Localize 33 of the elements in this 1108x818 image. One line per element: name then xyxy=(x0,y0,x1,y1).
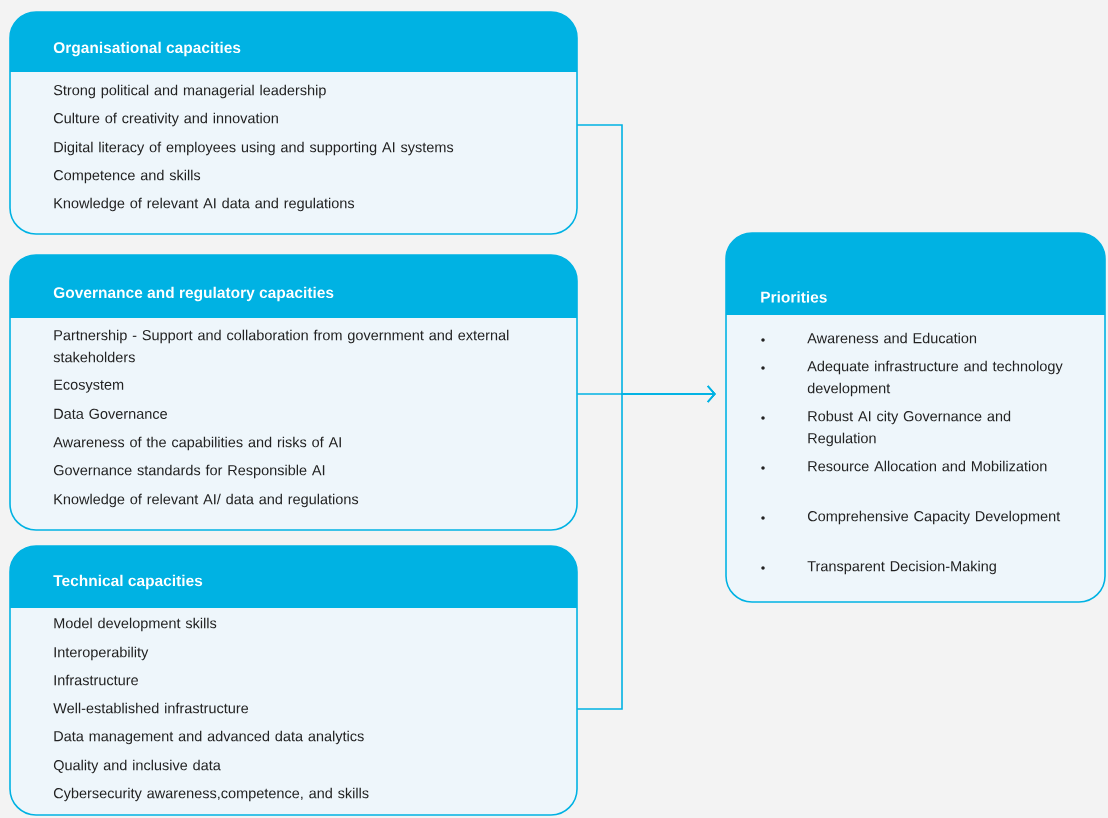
list-item: Adequate infrastructure and technology development xyxy=(807,360,1063,397)
list-item: Culture of creativity and innovation xyxy=(53,112,278,127)
card-heading: Governance and regulatory capacities xyxy=(53,286,334,302)
list-item: Model development skills xyxy=(54,617,217,632)
list-item: Competence and skills xyxy=(53,169,201,184)
list-item: Comprehensive Capacity Development xyxy=(807,510,1061,525)
capacity-card xyxy=(9,11,578,235)
list-item: Strong political and managerial leadership xyxy=(53,84,326,99)
card-heading: Technical capacities xyxy=(53,574,203,590)
priorities-card xyxy=(725,232,1106,603)
list-item: Interoperability xyxy=(54,646,149,661)
list-item: Resource Allocation and Mobilization xyxy=(808,460,1047,472)
card-heading: Priorities xyxy=(761,291,827,303)
card-heading: Organisational capacities xyxy=(53,41,241,57)
list-item: Awareness of the capabilities and risks of AI xyxy=(53,436,341,451)
list-item: Knowledge of relevant AI data and regulations xyxy=(54,197,355,212)
list-item: Data Governance xyxy=(54,408,167,419)
list-item: Data management and advanced data analytics xyxy=(54,730,364,745)
capacity-card xyxy=(9,545,578,816)
list-item: Partnership - Support and collaboration from government and external stakeholders xyxy=(53,329,509,363)
list-item: Knowledge of relevant AI/ data and regulations xyxy=(54,493,359,508)
list-item: Robust AI city Governance and Regulation xyxy=(808,410,1011,447)
capacity-card xyxy=(9,254,578,531)
list-item: Well-established infrastructure xyxy=(53,702,249,714)
list-item: Digital literacy of employees using and supporting AI systems xyxy=(54,141,454,156)
connector-arrow xyxy=(576,385,716,710)
list-item: Transparent Decision-Making xyxy=(807,560,996,575)
list-item: Awareness and Education xyxy=(807,332,977,344)
list-item: Quality and inclusive data xyxy=(53,759,221,774)
list-item: Cybersecurity awareness,competence, and skills xyxy=(53,787,369,802)
list-item: Ecosystem xyxy=(54,379,124,393)
list-item: Infrastructure xyxy=(54,674,138,686)
list-item: Governance standards for Responsible AI xyxy=(53,464,325,479)
